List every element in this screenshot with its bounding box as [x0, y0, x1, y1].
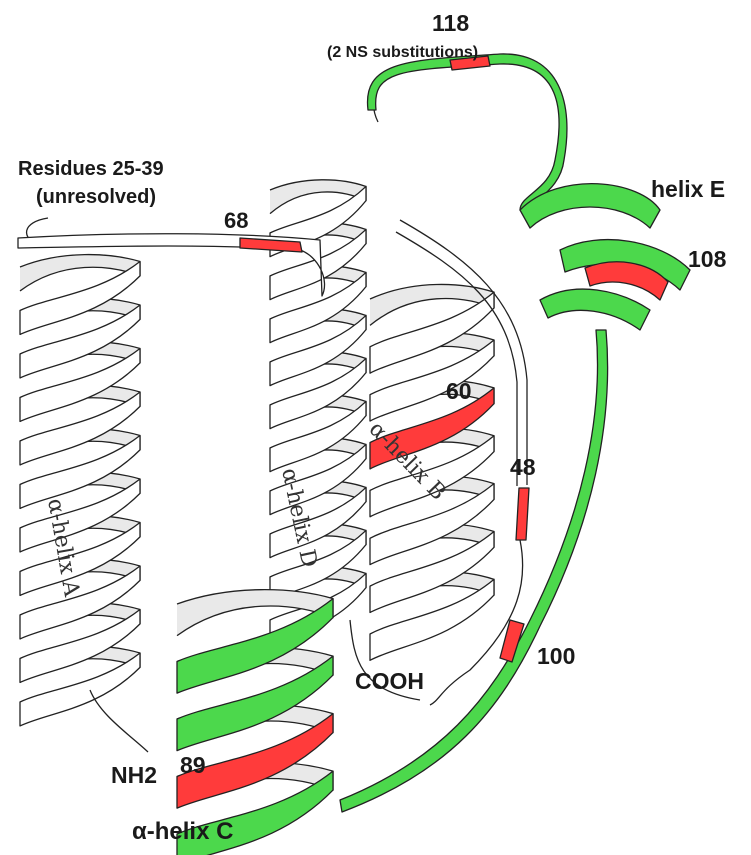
res48-segment: [516, 488, 529, 540]
helix-e-band: [540, 289, 650, 330]
label-ns-substitutions: (2 NS substitutions): [327, 44, 478, 62]
helix-a: [20, 255, 140, 726]
label-118: 118: [432, 10, 469, 37]
label-helix-e: helix E: [651, 176, 725, 203]
label-108: 108: [688, 246, 726, 273]
loop-118: [367, 54, 566, 214]
loop-118-ribbon: [367, 54, 566, 214]
label-helix-c: α-helix C: [132, 818, 233, 846]
label-100: 100: [537, 643, 575, 670]
loop-nh2-tail: [90, 690, 148, 752]
helix-e: [520, 184, 690, 330]
helix-c: [177, 590, 333, 855]
label-60: 60: [446, 378, 472, 405]
label-48: 48: [510, 454, 536, 481]
label-residues-25-39: Residues 25-39: [18, 158, 164, 181]
label-cooh: COOH: [355, 668, 424, 695]
label-nh2: NH2: [111, 762, 157, 789]
label-89: 89: [180, 752, 206, 779]
label-unresolved: (unresolved): [36, 186, 156, 209]
label-68: 68: [224, 208, 248, 234]
